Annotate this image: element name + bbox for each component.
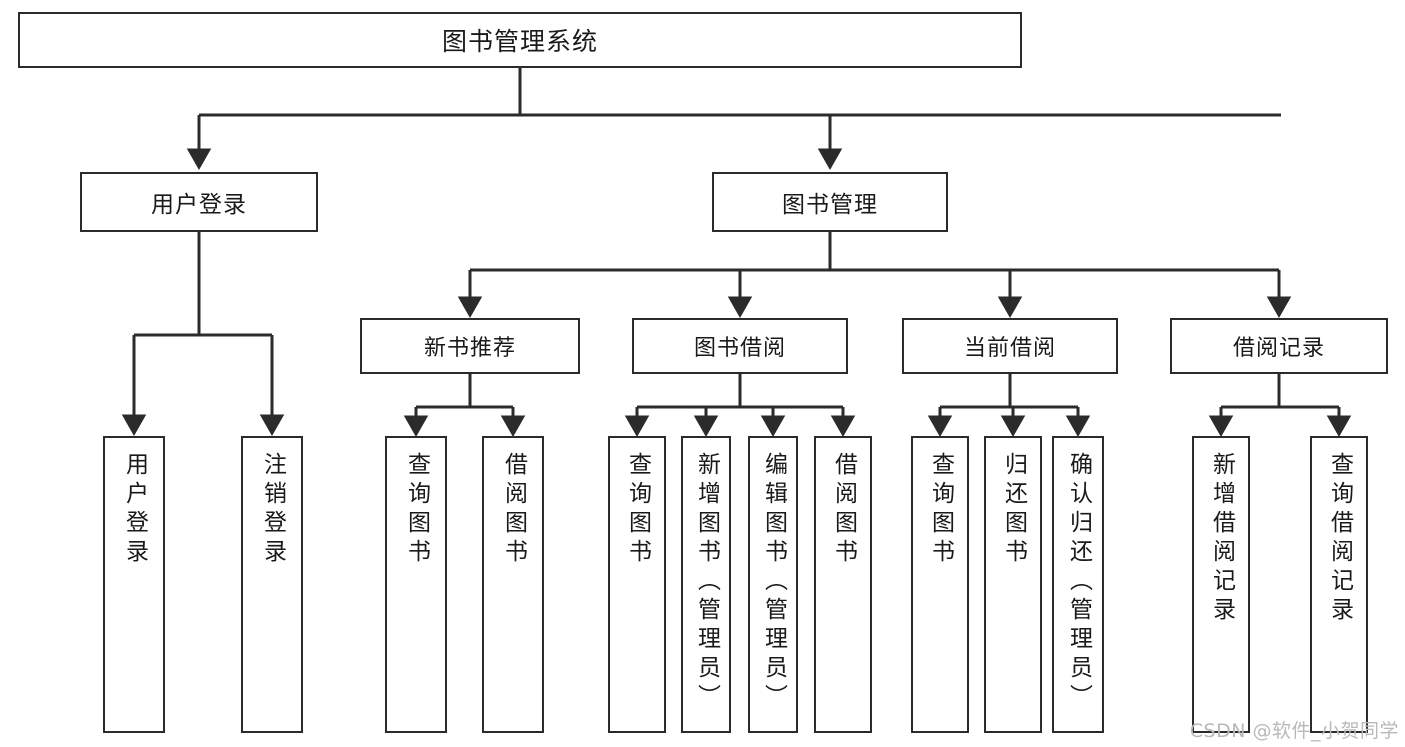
- node-leaf-confirm-return-label: 确认归还（管理员）: [1065, 452, 1092, 713]
- node-leaf-user-logout[interactable]: 注销登录: [241, 436, 303, 733]
- node-leaf-edit-book-label: 编辑图书（管理员）: [760, 452, 787, 713]
- node-leaf-return-book-label: 归还图书: [1000, 452, 1027, 568]
- node-leaf-add-book-label: 新增图书（管理员）: [693, 452, 720, 713]
- node-current-borrow-label: 当前借阅: [963, 336, 1056, 361]
- node-root-label: 图书管理系统: [441, 27, 598, 56]
- node-book-borrow-label: 图书借阅: [693, 336, 786, 361]
- node-leaf-query-book-borrow-label: 查询图书: [624, 452, 651, 568]
- node-leaf-add-borrow-record[interactable]: 新增借阅记录: [1192, 436, 1250, 733]
- node-current-borrow[interactable]: 当前借阅: [902, 318, 1118, 374]
- watermark: CSDN @软件_小贺同学: [1189, 720, 1399, 742]
- node-leaf-user-login[interactable]: 用户登录: [103, 436, 165, 733]
- node-leaf-borrow-book-rec-label: 借阅图书: [500, 452, 527, 568]
- node-leaf-return-book[interactable]: 归还图书: [984, 436, 1042, 733]
- node-leaf-query-book-current-label: 查询图书: [927, 452, 954, 568]
- node-new-book-recommend[interactable]: 新书推荐: [360, 318, 580, 374]
- node-new-book-recommend-label: 新书推荐: [423, 336, 516, 361]
- node-leaf-user-login-label: 用户登录: [121, 452, 148, 568]
- node-leaf-add-borrow-record-label: 新增借阅记录: [1208, 452, 1235, 626]
- node-leaf-user-logout-label: 注销登录: [259, 452, 286, 568]
- node-leaf-borrow-book[interactable]: 借阅图书: [814, 436, 872, 733]
- node-book-manage-label: 图书管理: [782, 192, 878, 218]
- node-leaf-query-borrow-record[interactable]: 查询借阅记录: [1310, 436, 1368, 733]
- node-book-manage[interactable]: 图书管理: [712, 172, 948, 232]
- node-root[interactable]: 图书管理系统: [18, 12, 1022, 68]
- node-leaf-query-borrow-record-label: 查询借阅记录: [1326, 452, 1353, 626]
- node-book-borrow[interactable]: 图书借阅: [632, 318, 848, 374]
- node-user-login-label: 用户登录: [151, 192, 247, 218]
- node-leaf-query-book-current[interactable]: 查询图书: [911, 436, 969, 733]
- node-leaf-query-book-rec[interactable]: 查询图书: [385, 436, 447, 733]
- node-leaf-add-book[interactable]: 新增图书（管理员）: [681, 436, 731, 733]
- node-borrow-record-label: 借阅记录: [1232, 336, 1325, 361]
- node-leaf-query-book-borrow[interactable]: 查询图书: [608, 436, 666, 733]
- node-leaf-confirm-return[interactable]: 确认归还（管理员）: [1052, 436, 1104, 733]
- node-leaf-borrow-book-label: 借阅图书: [830, 452, 857, 568]
- node-borrow-record[interactable]: 借阅记录: [1170, 318, 1388, 374]
- node-leaf-borrow-book-rec[interactable]: 借阅图书: [482, 436, 544, 733]
- node-leaf-query-book-rec-label: 查询图书: [403, 452, 430, 568]
- node-leaf-edit-book[interactable]: 编辑图书（管理员）: [748, 436, 798, 733]
- node-user-login[interactable]: 用户登录: [80, 172, 318, 232]
